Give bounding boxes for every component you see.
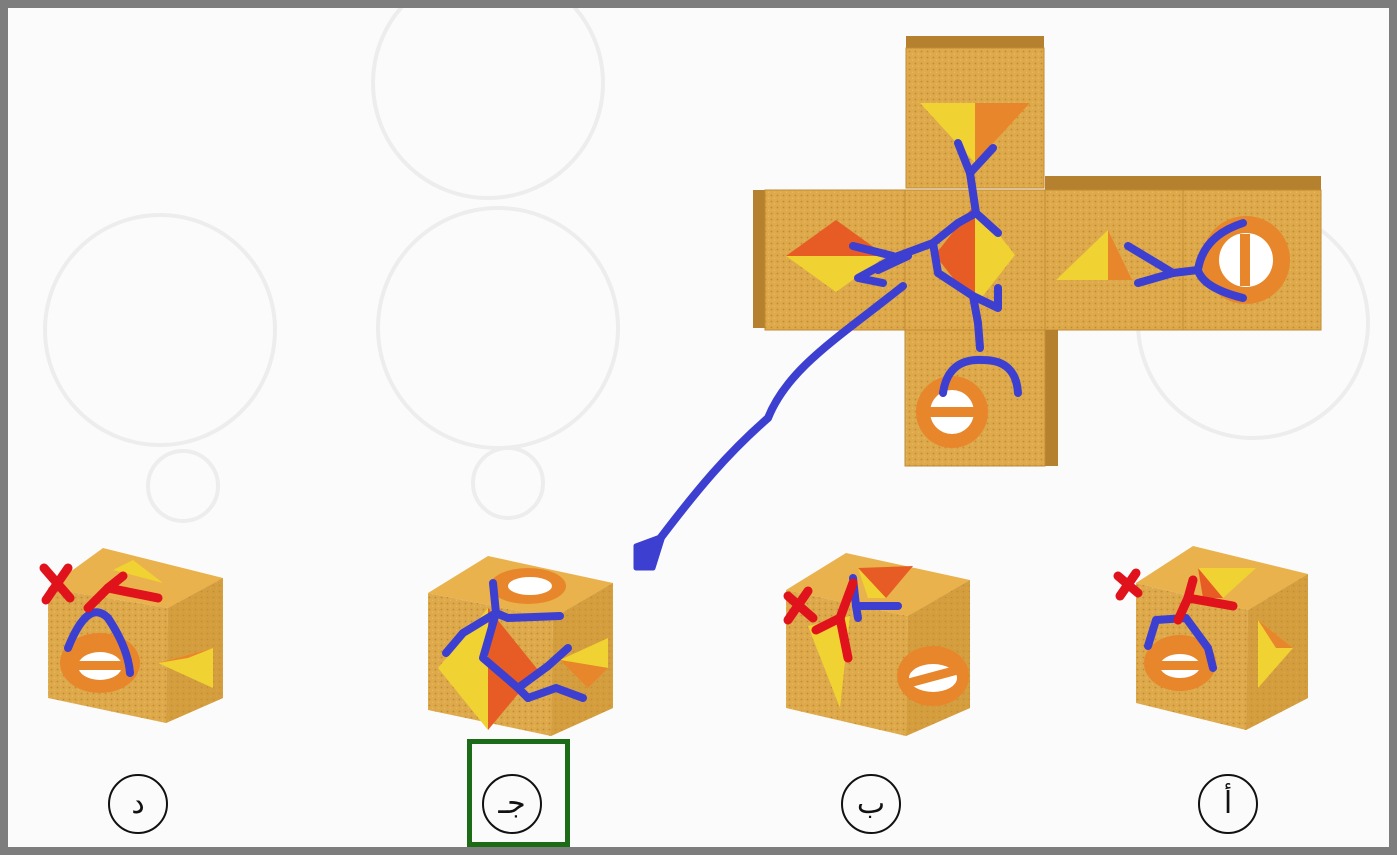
option-cube-j [428, 556, 613, 736]
puzzle-drawing [39, 8, 1370, 736]
net-face-center [904, 189, 1046, 331]
option-label-j[interactable]: جـ [482, 774, 542, 834]
net-face-right-1 [1044, 176, 1184, 331]
option-cube-d [48, 548, 223, 723]
option-cube-b [786, 553, 970, 736]
net-face-right-2 [1182, 176, 1322, 331]
selected-answer-box [467, 739, 570, 847]
option-label-d[interactable]: د [108, 774, 168, 834]
option-label-a[interactable]: أ [1198, 774, 1258, 834]
red-cross-marks [39, 563, 1238, 663]
option-label-b[interactable]: ب [841, 774, 901, 834]
cube-net [753, 36, 1322, 467]
puzzle-panel: أ ب جـ د [8, 8, 1389, 847]
net-face-left [753, 189, 906, 331]
blue-annotations [64, 139, 1247, 702]
option-cube-a [1136, 546, 1308, 730]
net-face-bottom [904, 329, 1058, 467]
